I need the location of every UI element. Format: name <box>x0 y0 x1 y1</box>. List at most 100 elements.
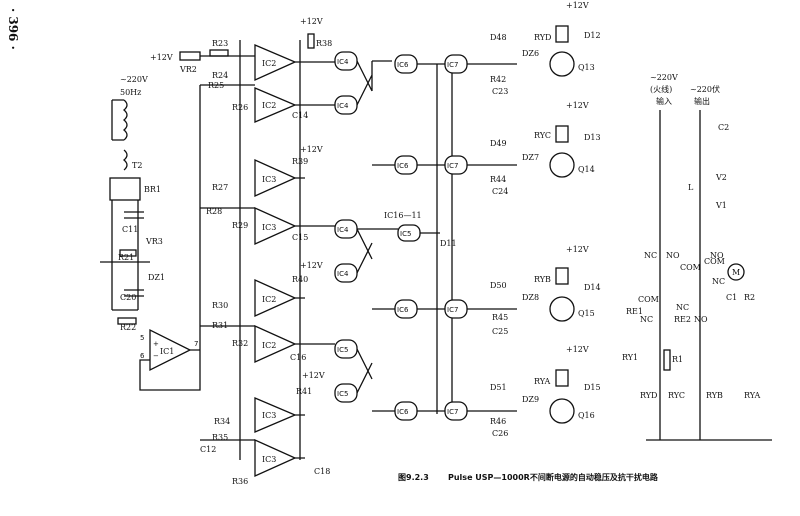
no-label-3: NO <box>694 315 708 324</box>
c23-label: C23 <box>492 87 508 96</box>
r28-label: R28 <box>206 207 222 216</box>
ic3-label-c: IC3 <box>262 411 276 420</box>
c15-label: C15 <box>292 233 308 242</box>
ic6-gates: IC6 IC6 IC6 IC6 <box>372 54 445 421</box>
no-label-1: NO <box>666 251 680 260</box>
vr3-label: VR3 <box>145 237 163 246</box>
ac-input-label: ~220V <box>120 75 148 84</box>
figure-caption: Pulse USP—1000R不间断电源的自动稳压及抗干扰电路 <box>448 472 659 482</box>
c1-label: C1 <box>726 293 737 302</box>
ic5-label-c: IC5 <box>400 230 411 238</box>
vcc-ch-a: +12V <box>566 345 589 354</box>
r36-label: R36 <box>232 477 248 486</box>
r24-label: R24 <box>212 71 228 80</box>
ic3-label-a: IC3 <box>262 175 276 184</box>
ic2-label-d: IC2 <box>262 341 276 350</box>
r26-label: R26 <box>232 103 248 112</box>
q14-label: Q14 <box>578 165 595 174</box>
d48-label: D48 <box>490 33 507 42</box>
br1-label: BR1 <box>144 185 161 194</box>
ic6-label-b: IC6 <box>397 162 409 170</box>
ic1-opamp: + − IC1 5 6 7 <box>139 85 201 391</box>
c26-label: C26 <box>492 429 508 438</box>
d11-label: D11 <box>440 239 457 248</box>
ic7-label-b: IC7 <box>447 162 458 170</box>
motor-label: M <box>732 268 740 277</box>
re2-label: RE2 <box>674 315 691 324</box>
com-label-3: COM <box>638 295 659 304</box>
r46-label: R46 <box>490 417 506 426</box>
svg-text:6: 6 <box>140 352 145 360</box>
svg-text:−: − <box>153 352 159 360</box>
c12-label: C12 <box>200 445 216 454</box>
r44-label: R44 <box>490 175 506 184</box>
ic6-label-a: IC6 <box>397 61 409 69</box>
input-voltage-label: ~220V <box>650 73 678 82</box>
ic2-label-a: IC2 <box>262 59 276 68</box>
d12-label: D12 <box>584 31 601 40</box>
d15-label: D15 <box>584 383 601 392</box>
dz7-label: DZ7 <box>522 153 539 162</box>
c25-label: C25 <box>492 327 508 336</box>
c18-label: C18 <box>314 467 330 476</box>
q15-label: Q15 <box>578 309 595 318</box>
vr2-section: +12V VR2 R23 <box>150 39 255 74</box>
r40-label: R40 <box>292 275 308 284</box>
input-word-label: 输入 <box>656 96 672 106</box>
com-label-1: COM <box>680 263 701 272</box>
no-label-2: NO <box>710 251 724 260</box>
vcc-ch-d: +12V <box>566 1 589 10</box>
ic4-label-b: IC4 <box>337 102 349 110</box>
transformer-section: ~220V 50Hz T2 BR1 C11 VR3 R21 DZ1 C20 R2… <box>100 75 165 332</box>
ryc-label: RYC <box>534 131 551 140</box>
ryd-label: RYD <box>534 33 551 42</box>
ic6-label-c: IC6 <box>397 306 409 314</box>
input-live-label: (火线) <box>650 84 672 94</box>
ic1-label: IC1 <box>160 347 174 356</box>
c14-label: C14 <box>292 111 308 120</box>
ic2-label-c: IC2 <box>262 295 276 304</box>
vcc-ch-b: +12V <box>566 245 589 254</box>
t2-label: T2 <box>132 161 142 170</box>
latch-gates: IC4 IC4 IC4 IC4 IC5 IC5 IC16—11 IC5 D11 <box>334 51 457 403</box>
com-label-2: COM <box>704 257 725 266</box>
ic5-label-b: IC5 <box>337 390 348 398</box>
ic7-gates: IC7 IC7 IC7 IC7 <box>436 54 517 421</box>
ic4-label-d: IC4 <box>337 270 349 278</box>
figure-number: 图9.2.3 <box>398 473 429 482</box>
vcc-ch-c: +12V <box>566 101 589 110</box>
d14-label: D14 <box>584 283 601 292</box>
ic6-label-d: IC6 <box>397 408 409 416</box>
driver-channels: D48 R42 C23 DZ6 Q13 RYD +12V D12 D49 R44… <box>490 1 601 438</box>
vcc-label-3: +12V <box>300 261 323 270</box>
ryb-contact-label: RYB <box>706 391 723 400</box>
ry1-label: RY1 <box>622 353 638 362</box>
lamp-label: L <box>688 183 694 192</box>
nc-label-4: NC <box>676 303 689 312</box>
vcc-label-2: +12V <box>300 145 323 154</box>
output-word-label: 输出 <box>694 96 710 106</box>
c20-label: C20 <box>120 293 136 302</box>
comparator-column: +12V R38 IC2 IC2 IC3 IC3 IC2 IC2 IC3 IC3… <box>200 17 335 486</box>
c11-label: C11 <box>122 225 138 234</box>
svg-text:+: + <box>153 340 159 348</box>
svg-text:7: 7 <box>194 340 198 348</box>
r30-label: R30 <box>212 301 228 310</box>
ic4-label-a: IC4 <box>337 58 349 66</box>
r32-label: R32 <box>232 339 248 348</box>
dz9-label: DZ9 <box>522 395 539 404</box>
r22-label: R22 <box>120 323 136 332</box>
r29-label: R29 <box>232 221 248 230</box>
r21-label: R21 <box>118 253 134 262</box>
c24-label: C24 <box>492 187 508 196</box>
dz1-label: DZ1 <box>148 273 165 282</box>
dz8-label: DZ8 <box>522 293 539 302</box>
ryb-label: RYB <box>534 275 551 284</box>
d51-label: D51 <box>490 383 507 392</box>
page-number: · 396 · <box>6 8 20 50</box>
output-voltage-label: ~220伏 <box>690 84 720 94</box>
r35-label: R35 <box>212 433 228 442</box>
ic4-label-c: IC4 <box>337 226 349 234</box>
r34-label: R34 <box>214 417 230 426</box>
